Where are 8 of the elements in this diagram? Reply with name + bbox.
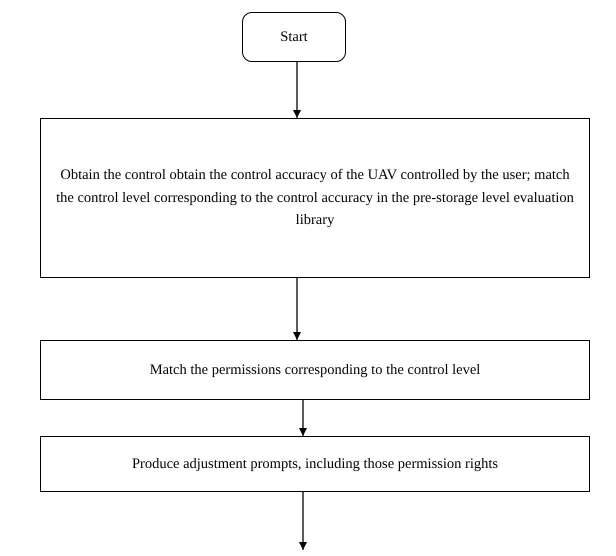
process-box: Match the permissions corresponding to the control level: [40, 340, 590, 400]
arrow: [299, 400, 307, 436]
process-box: Obtain the control obtain the control accuracy of the UAV controlled by the user; match the control level corresponding to the control accuracy in the pre-storage level evaluation library: [40, 118, 590, 278]
start-terminal: Start: [242, 12, 346, 62]
process-box: Produce adjustment prompts, including those permission rights: [40, 436, 590, 492]
arrow: [299, 492, 307, 550]
arrow: [293, 278, 301, 340]
arrow: [293, 62, 301, 118]
